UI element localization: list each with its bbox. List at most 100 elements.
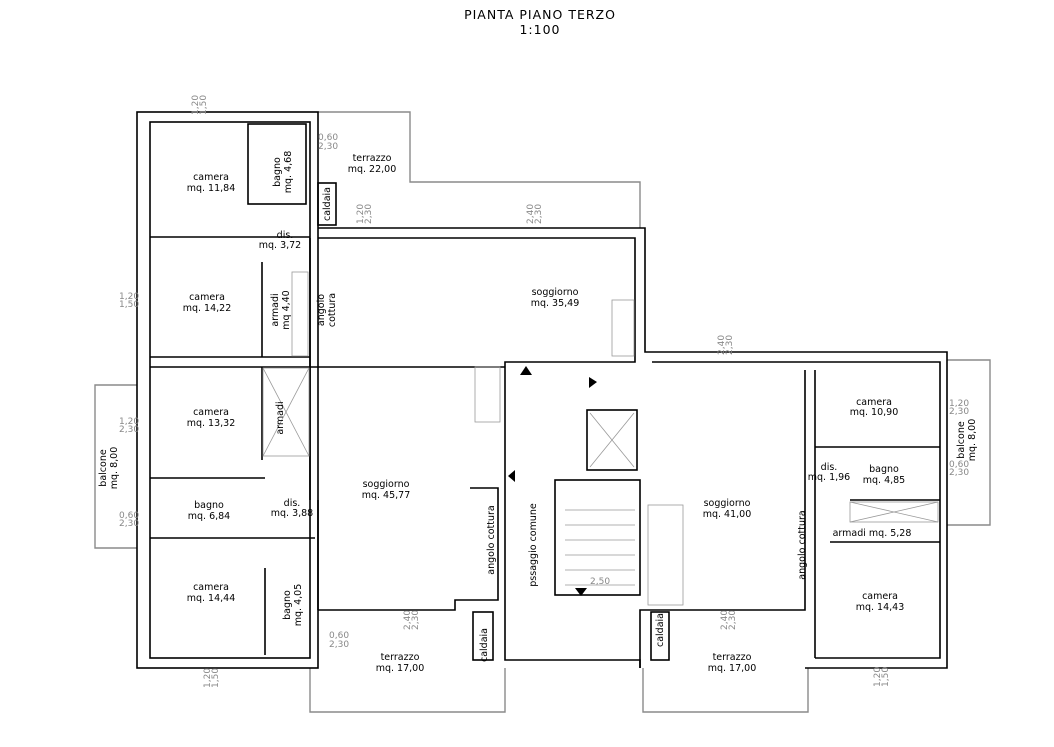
svg-text:2,40: 2,40 xyxy=(717,335,727,355)
svg-text:mq. 13,32: mq. 13,32 xyxy=(187,418,236,429)
svg-text:1,50: 1,50 xyxy=(119,300,139,310)
room-dis-3-88: dis.mq. 3,88 xyxy=(271,498,313,519)
svg-text:mq. 45,77: mq. 45,77 xyxy=(362,490,411,501)
svg-text:0,60: 0,60 xyxy=(318,133,338,143)
svg-text:2,40: 2,40 xyxy=(526,204,536,224)
dim: 1,202,30 xyxy=(356,204,374,224)
caldaia-label: caldaia xyxy=(322,187,333,221)
plan-title: PIANTA PIANO TERZO xyxy=(464,7,616,22)
svg-text:1,20: 1,20 xyxy=(356,204,366,224)
svg-text:1,50: 1,50 xyxy=(199,95,209,115)
dim: 1,201,50 xyxy=(119,292,139,310)
svg-text:2,30: 2,30 xyxy=(318,142,338,152)
dim: 2,402,30 xyxy=(717,335,735,355)
dim: 1,201,50 xyxy=(191,95,209,115)
svg-text:mq. 17,00: mq. 17,00 xyxy=(376,663,425,674)
armadi-5-28-label: armadi mq. 5,28 xyxy=(833,528,912,539)
svg-text:0,60: 0,60 xyxy=(949,460,969,470)
svg-text:1,20: 1,20 xyxy=(191,95,201,115)
svg-text:camera: camera xyxy=(189,292,225,303)
dim: 0,602,30 xyxy=(949,460,969,478)
dim: 0,602,30 xyxy=(318,133,338,152)
svg-text:mq. 14,44: mq. 14,44 xyxy=(187,593,236,604)
svg-text:2,30: 2,30 xyxy=(364,204,374,224)
svg-text:mq. 6,84: mq. 6,84 xyxy=(188,511,230,522)
svg-text:1,20: 1,20 xyxy=(119,417,139,427)
svg-text:mq. 4,85: mq. 4,85 xyxy=(863,475,905,486)
angolo-cottura-b: angolo cottura xyxy=(486,505,497,574)
passaggio-comune-label: pssaggio comune xyxy=(528,503,539,587)
room-dis-1-96: dis.mq. 1,96 xyxy=(808,462,850,483)
svg-text:terrazzo: terrazzo xyxy=(353,153,392,164)
svg-text:camera: camera xyxy=(193,172,229,183)
terrace-outlines xyxy=(94,111,991,713)
svg-text:mq. 17,00: mq. 17,00 xyxy=(708,663,757,674)
svg-text:1,50: 1,50 xyxy=(881,667,891,687)
svg-text:camera: camera xyxy=(193,582,229,593)
dim: 2,402,30 xyxy=(720,610,738,630)
svg-text:dis.: dis. xyxy=(277,230,294,241)
svg-text:2,30: 2,30 xyxy=(119,425,139,435)
svg-text:0,60: 0,60 xyxy=(329,631,349,641)
svg-text:terrazzo: terrazzo xyxy=(713,652,752,663)
dim: 1,202,30 xyxy=(119,417,139,435)
caldaia-right-label: caldaia xyxy=(655,613,666,647)
dim: 2,402,30 xyxy=(403,610,421,630)
svg-text:2,30: 2,30 xyxy=(119,519,139,529)
entrance-arrow-icons xyxy=(508,366,597,596)
svg-text:cottura: cottura xyxy=(327,293,338,327)
walls xyxy=(136,111,948,669)
svg-text:dis.: dis. xyxy=(284,498,301,509)
svg-text:mq. 14,43: mq. 14,43 xyxy=(856,602,905,613)
svg-text:2,40: 2,40 xyxy=(403,610,413,630)
svg-text:1,20: 1,20 xyxy=(203,668,213,688)
dim: 0,602,30 xyxy=(329,631,349,650)
svg-text:2,30: 2,30 xyxy=(949,468,969,478)
svg-text:mq. 11,84: mq. 11,84 xyxy=(187,183,236,194)
svg-text:2,40: 2,40 xyxy=(720,610,730,630)
svg-text:armadi: armadi xyxy=(270,293,281,326)
svg-text:mq. 4,05: mq. 4,05 xyxy=(293,584,304,626)
dim: 1,201,50 xyxy=(873,667,891,687)
dim: 1,201,50 xyxy=(203,668,221,688)
dim: 0,602,30 xyxy=(119,511,139,529)
svg-text:dis.: dis. xyxy=(821,462,838,473)
svg-text:mq. 1,96: mq. 1,96 xyxy=(808,472,850,483)
svg-text:angolo: angolo xyxy=(316,294,327,326)
svg-text:soggiorno: soggiorno xyxy=(532,287,579,298)
svg-text:soggiorno: soggiorno xyxy=(704,498,751,509)
plan-scale: 1:100 xyxy=(519,22,560,37)
armadi-label: armadi xyxy=(275,401,286,434)
svg-text:soggiorno: soggiorno xyxy=(363,479,410,490)
svg-text:mq. 14,22: mq. 14,22 xyxy=(183,303,232,314)
svg-text:bagno: bagno xyxy=(194,500,224,511)
svg-text:mq. 22,00: mq. 22,00 xyxy=(348,164,397,175)
svg-text:mq. 8,00: mq. 8,00 xyxy=(967,419,978,461)
svg-text:mq. 4,68: mq. 4,68 xyxy=(283,151,294,193)
svg-text:0,60: 0,60 xyxy=(119,511,139,521)
svg-text:2,30: 2,30 xyxy=(728,610,738,630)
svg-text:mq. 3,88: mq. 3,88 xyxy=(271,508,313,519)
svg-text:2,30: 2,30 xyxy=(411,610,421,630)
svg-text:mq. 8,00: mq. 8,00 xyxy=(109,447,120,489)
dim: 1,202,30 xyxy=(949,399,969,417)
stair-width-label: 2,50 xyxy=(590,577,610,587)
svg-text:2,30: 2,30 xyxy=(329,640,349,650)
svg-text:mq. 41,00: mq. 41,00 xyxy=(703,509,752,520)
